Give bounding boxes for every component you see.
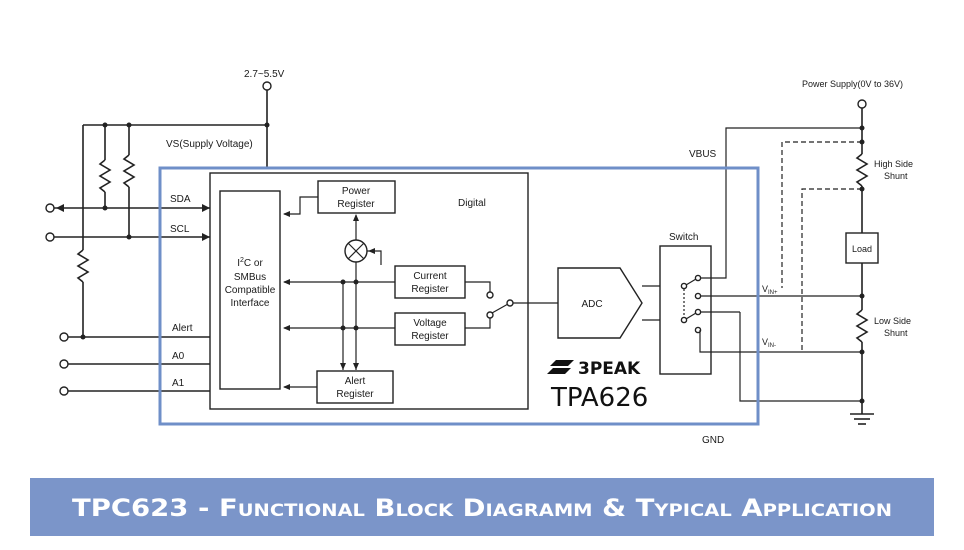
alert-pin-label: Alert bbox=[172, 323, 193, 334]
voltage-register-line-2: Register bbox=[411, 331, 449, 342]
i2c-interface-block bbox=[219, 190, 281, 390]
power-register-line-2: Register bbox=[337, 199, 375, 210]
power-supply-terminal bbox=[857, 99, 867, 109]
current-register bbox=[394, 265, 466, 299]
3peak-logo-icon bbox=[547, 360, 574, 374]
voltage-register bbox=[394, 312, 466, 346]
low-side-shunt-line-1: Low Side bbox=[874, 316, 911, 326]
low-side-shunt-line-2: Shunt bbox=[884, 328, 908, 338]
interface-line-4: Interface bbox=[231, 298, 270, 309]
voltage-register-line-1: Voltage bbox=[413, 318, 447, 329]
switch-label: Switch bbox=[669, 232, 698, 243]
supply-voltage-label: 2.7~5.5V bbox=[244, 69, 285, 80]
adc-label: ADC bbox=[581, 299, 602, 310]
current-register-line-2: Register bbox=[411, 284, 449, 295]
vin-minus-label: VIN- bbox=[762, 337, 776, 349]
sda-pullup-resistor bbox=[98, 159, 112, 193]
low-side-shunt bbox=[855, 309, 869, 343]
interface-line-1: I2C or bbox=[237, 257, 263, 269]
sda-pin-label: SDA bbox=[170, 194, 191, 205]
title-banner bbox=[30, 478, 934, 536]
banner-title: TPC623 - Functional Block Diagramm & Typ… bbox=[72, 494, 892, 522]
high-side-shunt-line-1: High Side bbox=[874, 159, 913, 169]
alert-register bbox=[316, 370, 394, 404]
tpa626-highlight-frame bbox=[158, 166, 760, 426]
adc-block bbox=[557, 267, 643, 339]
input-switch bbox=[659, 245, 712, 375]
vbus-label: VBUS bbox=[689, 149, 717, 160]
model-label: TPA626 bbox=[550, 383, 648, 413]
a0-pin-label: A0 bbox=[172, 351, 185, 362]
gnd-label: GND bbox=[702, 435, 724, 446]
load-block bbox=[845, 232, 879, 264]
supply-terminal bbox=[262, 81, 272, 91]
alert-terminal bbox=[59, 332, 69, 342]
current-register-line-1: Current bbox=[413, 271, 447, 282]
power-register bbox=[317, 180, 396, 214]
ground-symbol bbox=[850, 413, 874, 425]
scl-terminal bbox=[45, 232, 55, 242]
brand-logo: 3PEAK bbox=[578, 359, 641, 379]
high-side-shunt-line-2: Shunt bbox=[884, 171, 908, 181]
alert-register-line-2: Register bbox=[336, 389, 374, 400]
power-supply-label: Power Supply(0V to 36V) bbox=[802, 79, 903, 89]
scl-pullup-resistor bbox=[122, 154, 136, 188]
interface-line-3: Compatible bbox=[225, 285, 276, 296]
a1-terminal bbox=[59, 386, 69, 396]
vs-label: VS(Supply Voltage) bbox=[166, 139, 253, 150]
alert-register-line-1: Alert bbox=[345, 376, 366, 387]
digital-label: Digital bbox=[458, 198, 486, 209]
a1-pin-label: A1 bbox=[172, 378, 185, 389]
alert-pullup-resistor bbox=[76, 249, 90, 283]
a0-terminal bbox=[59, 359, 69, 369]
load-label: Load bbox=[852, 244, 872, 254]
vin-plus-label: VIN+ bbox=[762, 284, 778, 296]
interface-line-2: SMBus bbox=[234, 272, 266, 283]
scl-pin-label: SCL bbox=[170, 224, 190, 235]
sda-terminal bbox=[45, 203, 55, 213]
power-register-line-1: Power bbox=[342, 186, 371, 197]
high-side-shunt bbox=[855, 153, 869, 187]
